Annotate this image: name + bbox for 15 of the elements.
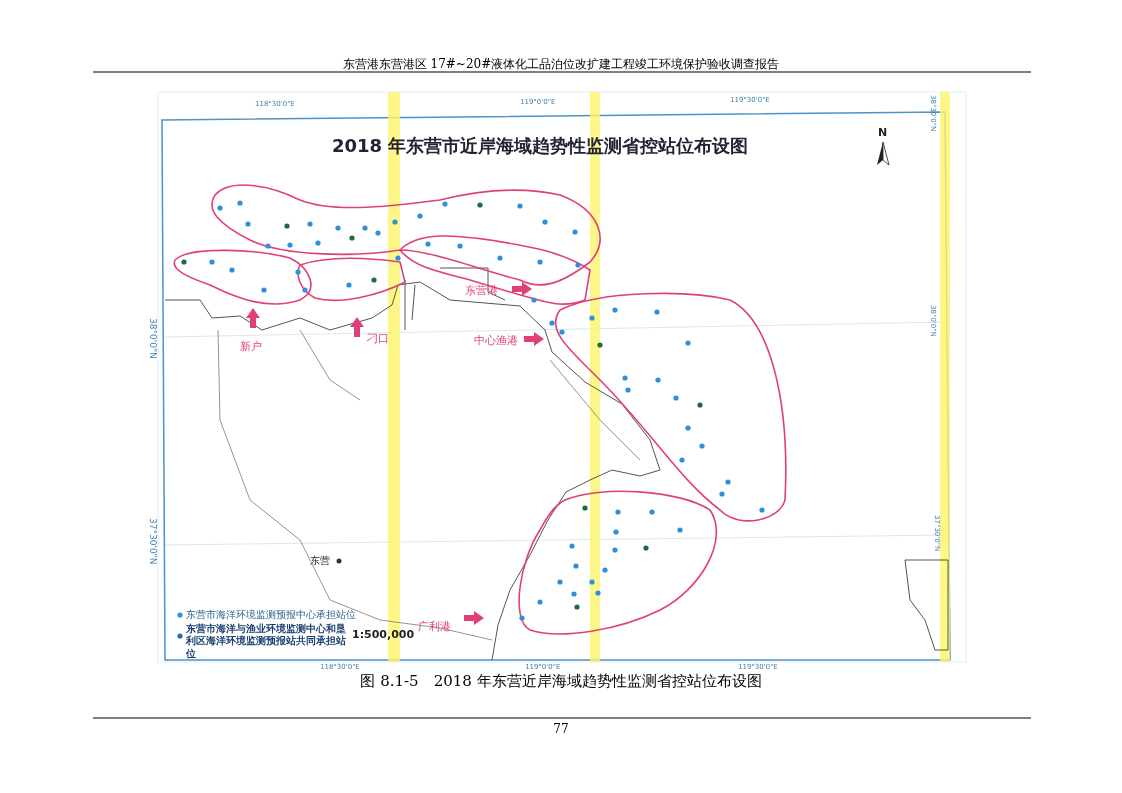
page-number: 77 [552, 722, 570, 736]
map-scale: 1:500,000 [352, 628, 415, 641]
legend-label: 东营市海洋与渔业环境监测中心和垦利区海洋环境监测预报站共同承担站位 [186, 623, 346, 661]
place-name: 新户 [240, 339, 262, 354]
latitude-label: 37°30'0"N [148, 518, 158, 565]
latitude-label: 38°0'0"N [148, 318, 158, 359]
legend-label: 东营市海洋环境监测预报中心承担站位 [186, 608, 357, 622]
place-name: 广利港 [418, 619, 451, 634]
figure-caption: 图 8.1-5 2018 年东营近岸海域趋势性监测省控站位布设图 [359, 672, 763, 691]
map-title: 2018 年东营市近岸海域趋势性监测省控站位布设图 [332, 134, 749, 158]
north-label: N [878, 126, 888, 139]
place-name: 中心渔港 [474, 333, 518, 348]
place-name: 刁口 [367, 331, 389, 346]
page-header: 东营港东营港区 17#~20#液体化工品泊位改扩建工程竣工环境保护验收调查报告 [341, 56, 781, 73]
place-name: 东营 [310, 554, 330, 568]
